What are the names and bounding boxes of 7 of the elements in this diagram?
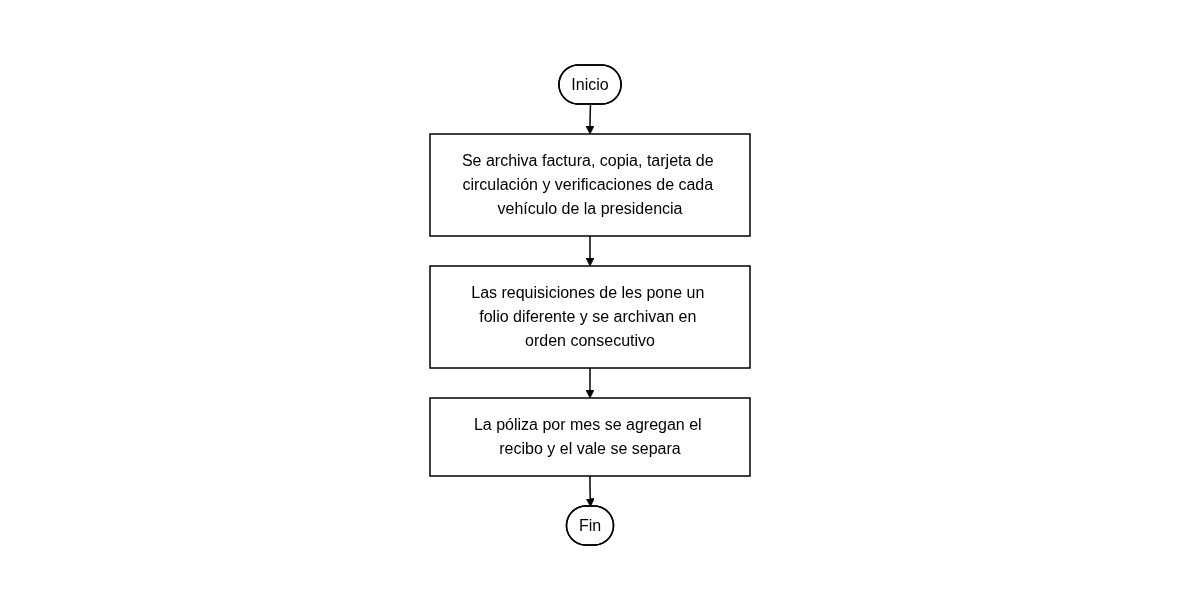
node-box: La póliza por mes se agregan el recibo y el vale se separa <box>428 397 751 477</box>
arrow <box>585 235 594 267</box>
arrow <box>585 475 595 507</box>
arrow <box>585 367 594 399</box>
node-box: Las requisiciones de les pone un folio diferente y se archivan en orden consecutivo <box>428 265 751 369</box>
node-box: Se archiva factura, copia, tarjeta de circulación y verificaciones de cada vehículo de la presidencia <box>428 133 751 237</box>
arrow <box>585 103 594 135</box>
